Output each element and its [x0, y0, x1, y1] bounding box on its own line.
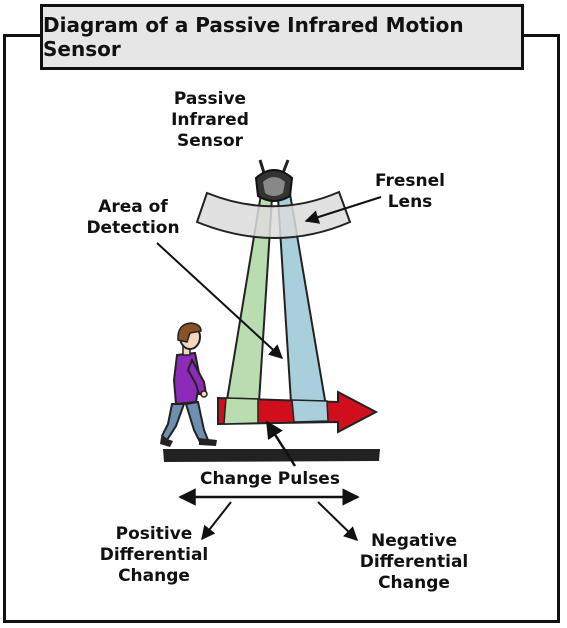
pulses-pointer [265, 420, 297, 467]
fresnel-lens [195, 190, 352, 239]
lens-pointer [304, 196, 382, 224]
sensor-label: Passive Infrared Sensor [171, 89, 249, 151]
pulses-label: Change Pulses [200, 469, 340, 489]
diagram-title: Diagram of a Passive Infrared Motion Sen… [43, 13, 464, 61]
positive-label: Positive Differential Change [99, 524, 209, 586]
walking-person-icon [160, 322, 217, 447]
area-pointer [156, 242, 284, 359]
title-box: Diagram of a Passive Infrared Motion Sen… [40, 4, 524, 70]
ground-bar [163, 449, 380, 462]
negative-label: Negative Differential Change [359, 531, 469, 593]
negative-pointer [317, 501, 359, 541]
pir-sensor-icon [254, 159, 294, 202]
area-label: Area of Detection [86, 197, 180, 238]
motion-arrow [217, 390, 379, 434]
lens-label: Fresnel Lens [374, 171, 446, 212]
positive-pointer [201, 501, 232, 541]
